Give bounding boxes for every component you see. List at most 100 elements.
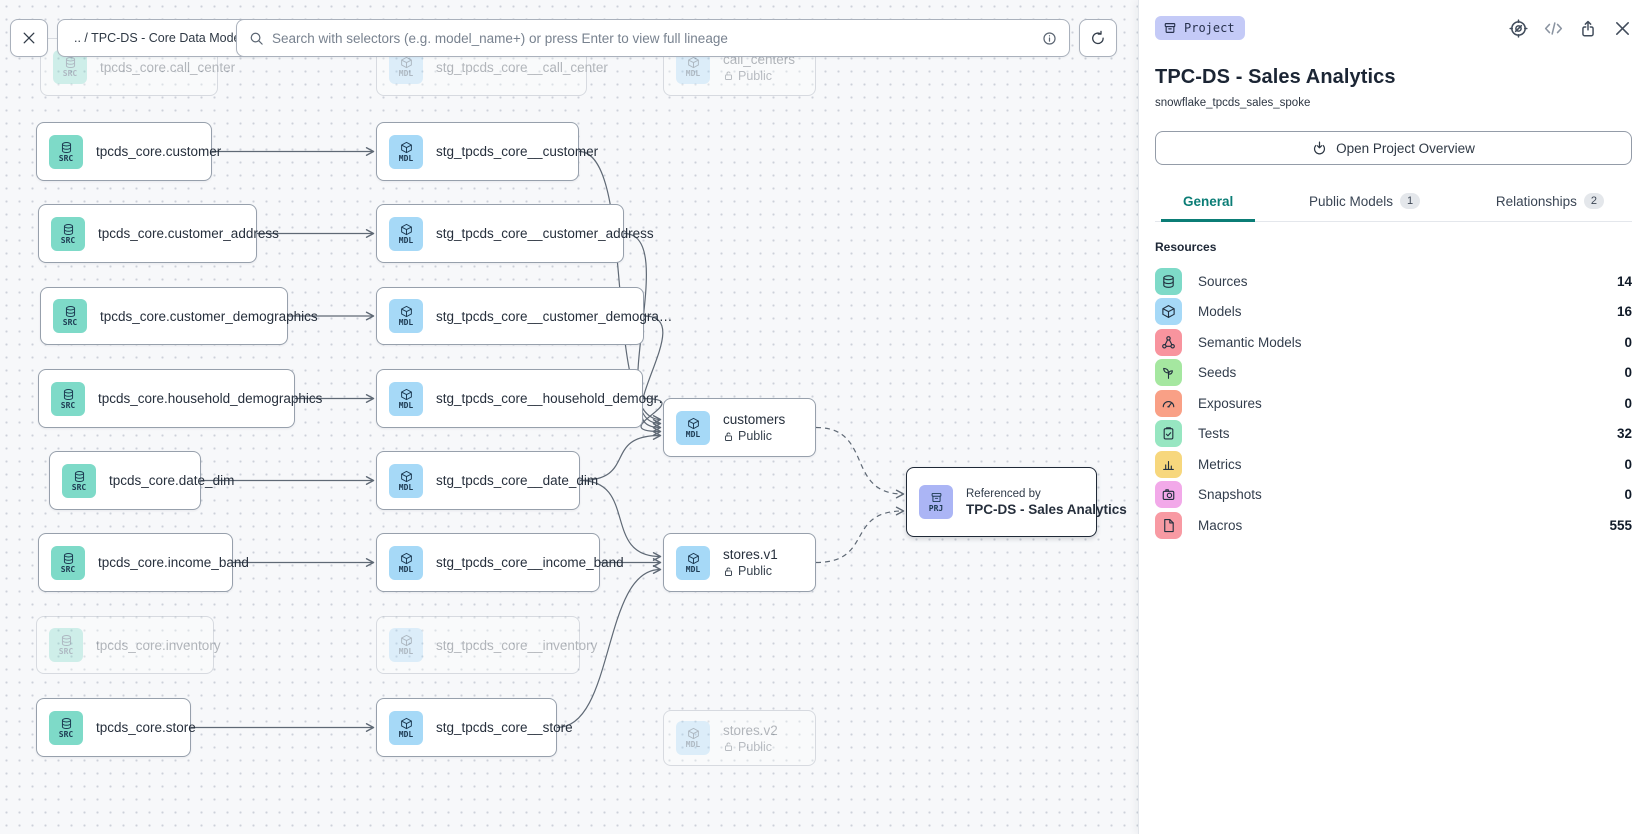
resource-label: Semantic Models (1198, 334, 1302, 350)
node-label: stores.v2 (723, 722, 778, 738)
mdl-badge: MDL (389, 463, 423, 498)
resource-row-metrics[interactable]: Metrics 0 (1155, 449, 1632, 480)
resource-count: 14 (1616, 273, 1632, 289)
cube-icon (400, 470, 412, 482)
edge-stores_v1-prj (815, 506, 905, 564)
search-icon (250, 32, 263, 45)
node-type-label: SRC (58, 647, 74, 656)
mdl-badge: MDL (676, 545, 710, 580)
semantic-model-icon (1162, 335, 1175, 349)
resource-icon-tile (1155, 511, 1182, 539)
resource-row-exposures[interactable]: Exposures 0 (1155, 388, 1632, 419)
breadcrumb[interactable]: .. / TPC-DS - Core Data Models (57, 19, 267, 57)
project-type-badge-label: Project (1184, 21, 1235, 35)
node-content: stg_tpcds_core__income_band (436, 555, 624, 570)
node-content: stg_tpcds_core__store (436, 720, 573, 735)
refresh-lineage-button[interactable] (1079, 19, 1117, 57)
search-bar[interactable] (236, 19, 1070, 57)
node-content: tpcds_core.customer_address (98, 226, 279, 241)
search-input[interactable] (272, 30, 1034, 46)
cube-icon (687, 727, 699, 740)
node-overline: Referenced by (966, 487, 1041, 500)
close-icon (1616, 22, 1629, 35)
share-icon (1579, 20, 1597, 38)
node-content: tpcds_core.household_demographics (98, 391, 323, 406)
cube-icon (1162, 305, 1175, 319)
open-project-overview-button[interactable]: Open Project Overview (1155, 131, 1632, 165)
mdl-badge: MDL (676, 721, 710, 755)
lineage-node-mdl_customer[interactable]: MDL stg_tpcds_core__customer (376, 122, 598, 181)
resource-count: 0 (1624, 395, 1632, 411)
resource-label: Exposures (1198, 395, 1262, 411)
explore-compass-button[interactable] (1509, 19, 1528, 38)
cube-icon (400, 305, 412, 318)
macro-file-icon (1164, 518, 1174, 532)
search-info-icon[interactable] (1042, 31, 1057, 46)
node-label: tpcds_core.household_demographics (98, 391, 323, 406)
refresh-icon (1090, 30, 1106, 46)
share-button[interactable] (1579, 20, 1597, 38)
close-lineage-button[interactable] (10, 19, 48, 57)
view-code-button[interactable] (1544, 19, 1563, 38)
node-label: TPC-DS - Sales Analytics (966, 501, 1127, 517)
resource-icon-tile (1155, 298, 1182, 326)
resource-label: Metrics (1198, 456, 1242, 472)
resource-count: 32 (1616, 426, 1632, 442)
tab-general[interactable]: General (1161, 187, 1256, 222)
src-badge: SRC (51, 381, 85, 416)
database-icon (61, 141, 71, 153)
node-label: tpcds_core.call_center (100, 59, 236, 75)
resource-icon-tile (1155, 420, 1182, 448)
archive-icon (1163, 21, 1177, 35)
resource-icon-tile (1155, 359, 1182, 387)
node-content: stg_tpcds_core__customer (436, 144, 598, 159)
lineage-node-src_household_demographics[interactable]: SRC tpcds_core.household_demographics (38, 369, 323, 428)
mdl-badge: MDL (389, 545, 423, 580)
node-type-label: MDL (398, 69, 414, 78)
resource-count: 0 (1624, 456, 1632, 472)
node-type-label: MDL (398, 400, 414, 410)
node-type-label: MDL (398, 153, 414, 163)
src-badge: SRC (49, 710, 83, 745)
gauge-icon (1162, 400, 1175, 408)
resource-label: Models (1198, 304, 1242, 320)
code-icon (1544, 19, 1563, 38)
tab-label: Relationships (1495, 193, 1577, 209)
close-panel-button[interactable] (1613, 19, 1632, 38)
cube-icon (400, 56, 412, 69)
node-content: tpcds_core.income_band (98, 555, 249, 570)
lineage-node-mdl_income_band[interactable]: MDL stg_tpcds_core__income_band (376, 533, 624, 592)
resource-count: 0 (1624, 487, 1632, 503)
node-type-label: MDL (398, 235, 414, 245)
mdl-badge: MDL (389, 628, 423, 662)
resource-icon-tile (1155, 450, 1182, 478)
